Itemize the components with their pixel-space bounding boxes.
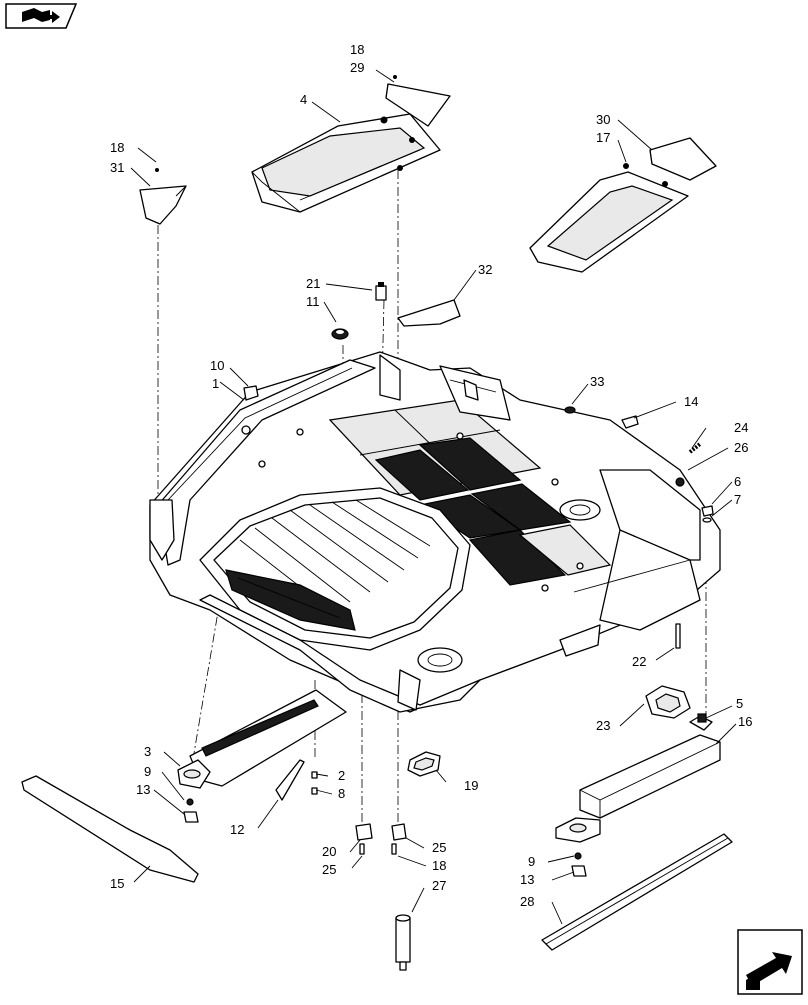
callout-27: 27: [432, 878, 446, 893]
callout-33: 33: [590, 374, 604, 389]
part-13-nut-right: [571, 865, 587, 877]
part-17-side-panel: [529, 163, 689, 273]
callout-4: 4: [300, 92, 307, 107]
part-27-standoff: [395, 914, 411, 971]
part-13-nut-left: [183, 811, 199, 823]
callout-13: 13: [520, 872, 534, 887]
part-11-grommet: [331, 328, 349, 340]
part-24-spring: [688, 442, 702, 454]
callout-23: 23: [596, 718, 610, 733]
callout-16: 16: [738, 714, 752, 729]
part-14-clip: [621, 415, 639, 429]
part-7-washer: [702, 517, 712, 523]
callout-15: 15: [110, 876, 124, 891]
callout-32: 32: [478, 262, 492, 277]
callout-labels: 18 29 4 30 17 18 31 21 11 32 10 1 33 14 …: [110, 42, 752, 909]
callout-12: 12: [230, 822, 244, 837]
callout-18: 18: [110, 140, 124, 155]
part-2-screw: [311, 771, 318, 779]
part-30-bracket: [649, 137, 717, 181]
part-9-washer-right: [574, 852, 582, 860]
part-28-strip: [541, 833, 733, 951]
callout-1: 1: [212, 376, 219, 391]
callout-18: 18: [350, 42, 364, 57]
part-4-top-panel: [251, 113, 441, 213]
part-9-washer-left: [186, 798, 194, 806]
part-15-trim: [21, 775, 199, 883]
callout-9: 9: [528, 854, 535, 869]
part-22-pin: [675, 623, 681, 649]
part-3-step: [177, 689, 347, 789]
callout-30: 30: [596, 112, 610, 127]
callout-26: 26: [734, 440, 748, 455]
callout-28: 28: [520, 894, 534, 909]
part-32-bracket: [397, 299, 461, 327]
callout-31: 31: [110, 160, 124, 175]
callout-11: 11: [306, 294, 320, 309]
callout-13: 13: [136, 782, 150, 797]
callout-24: 24: [734, 420, 748, 435]
part-26-nut: [675, 477, 685, 487]
callout-29: 29: [350, 60, 364, 75]
callout-9: 9: [144, 764, 151, 779]
part-16-step: [555, 734, 721, 843]
part-21-clip: [375, 282, 387, 301]
part-6-bolt: [701, 505, 714, 517]
part-20-clip: [355, 823, 373, 855]
callout-6: 6: [734, 474, 741, 489]
part-29-bracket: [385, 75, 451, 127]
part-10-clip: [243, 385, 259, 401]
callout-19: 19: [464, 778, 478, 793]
callout-7: 7: [734, 492, 741, 507]
part-23-gasket: [645, 685, 691, 719]
callout-18: 18: [432, 858, 446, 873]
part-1-floor-assembly: [149, 351, 721, 713]
callout-20: 20: [322, 844, 336, 859]
callout-5: 5: [736, 696, 743, 711]
callout-22: 22: [632, 654, 646, 669]
callout-25: 25: [322, 862, 336, 877]
callout-2: 2: [338, 768, 345, 783]
callout-8: 8: [338, 786, 345, 801]
part-8-screw: [311, 787, 318, 795]
part-31-bracket: [139, 168, 187, 225]
part-19-gasket: [407, 751, 441, 777]
part-25-clip: [391, 823, 407, 855]
part-33-grommet: [564, 406, 576, 414]
leader-lines: [130, 69, 737, 925]
callout-17: 17: [596, 130, 610, 145]
callout-3: 3: [144, 744, 151, 759]
part-12-bracket: [275, 759, 305, 801]
next-page-arrow-icon[interactable]: [737, 929, 803, 995]
book-arrow-icon[interactable]: [5, 3, 78, 29]
callout-14: 14: [684, 394, 698, 409]
callout-10: 10: [210, 358, 224, 373]
callout-21: 21: [306, 276, 320, 291]
callout-25: 25: [432, 840, 446, 855]
